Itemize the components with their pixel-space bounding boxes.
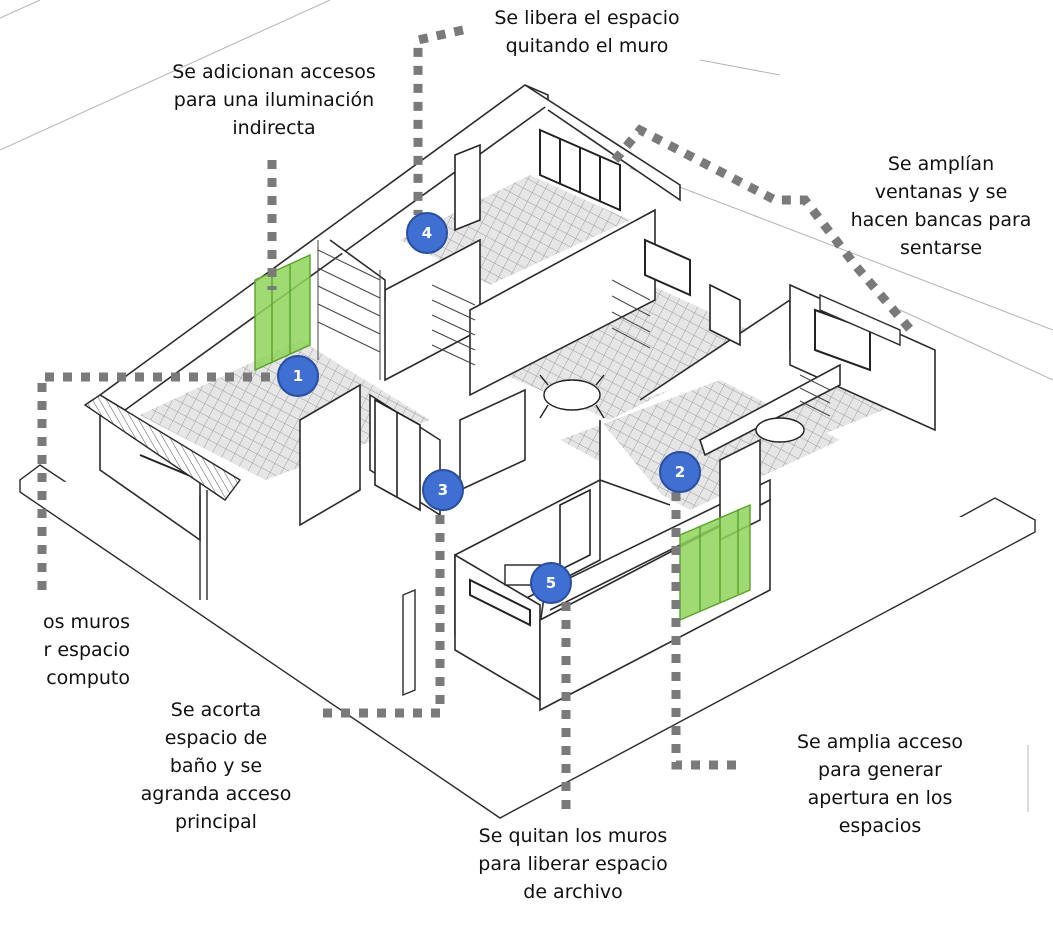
site-lines	[0, 0, 1053, 812]
annotation-line: para una iluminación	[173, 89, 375, 111]
annotation-line: principal	[175, 811, 257, 833]
annotation-line: quitando el muro	[505, 35, 669, 57]
marker-2: 2	[659, 451, 701, 493]
annotation-line: Se libera el espacio	[494, 7, 680, 29]
annotation-top-center: Se libera el espacio quitando el muro	[462, 4, 712, 60]
annotation-line: Se adicionan accesos	[172, 61, 376, 83]
shelving	[317, 240, 831, 417]
annotation-bottom-right: Se amplia acceso para generar apertura e…	[770, 728, 990, 840]
column	[402, 588, 416, 697]
annotation-line: Se amplían	[887, 153, 995, 175]
windows	[139, 128, 871, 627]
annotation-line: computo	[46, 667, 130, 689]
annotation-line: indirecta	[232, 117, 316, 139]
walls	[98, 84, 936, 712]
annotation-line: baño y se	[169, 755, 263, 777]
annotation-bottom-left: Se acorta espacio de baño y se agranda a…	[112, 696, 320, 836]
annotation-line: agranda acceso	[140, 783, 292, 805]
marker-3: 3	[422, 469, 464, 511]
annotation-line: apertura en los	[807, 787, 953, 809]
annotation-line: os muros	[42, 611, 130, 633]
annotation-line: Se quitan los muros	[478, 825, 668, 847]
annotation-line: de archivo	[523, 881, 623, 903]
annotation-top-right: Se amplían ventanas y se hacen bancas pa…	[830, 150, 1052, 262]
annotation-line: sentarse	[899, 237, 983, 259]
annotation-top-left: Se adicionan accesos para una iluminació…	[145, 58, 403, 142]
annotation-line: ventanas y se	[874, 181, 1008, 203]
annotation-line: Se amplia acceso	[797, 731, 963, 753]
marker-1: 1	[277, 355, 319, 397]
annotation-line: hacen bancas para	[850, 209, 1032, 231]
marker-5: 5	[530, 562, 572, 604]
annotation-bottom-center: Se quitan los muros para liberar espacio…	[460, 822, 686, 906]
annotation-line: para liberar espacio	[478, 853, 668, 875]
annotation-left: os muros r espacio computo	[0, 608, 130, 692]
dining-table	[539, 374, 605, 419]
annotation-line: espacios	[838, 815, 922, 837]
doors	[374, 143, 741, 572]
green-glazing	[254, 253, 751, 622]
annotation-line: para generar	[818, 759, 942, 781]
marker-4: 4	[406, 212, 448, 254]
bench	[819, 293, 901, 347]
annotation-line: espacio de	[164, 727, 268, 749]
roof-canopy	[83, 394, 242, 600]
annotation-line: r espacio	[43, 639, 131, 661]
leader-lines	[37, 25, 919, 810]
annotation-line: Se acorta	[170, 699, 262, 721]
